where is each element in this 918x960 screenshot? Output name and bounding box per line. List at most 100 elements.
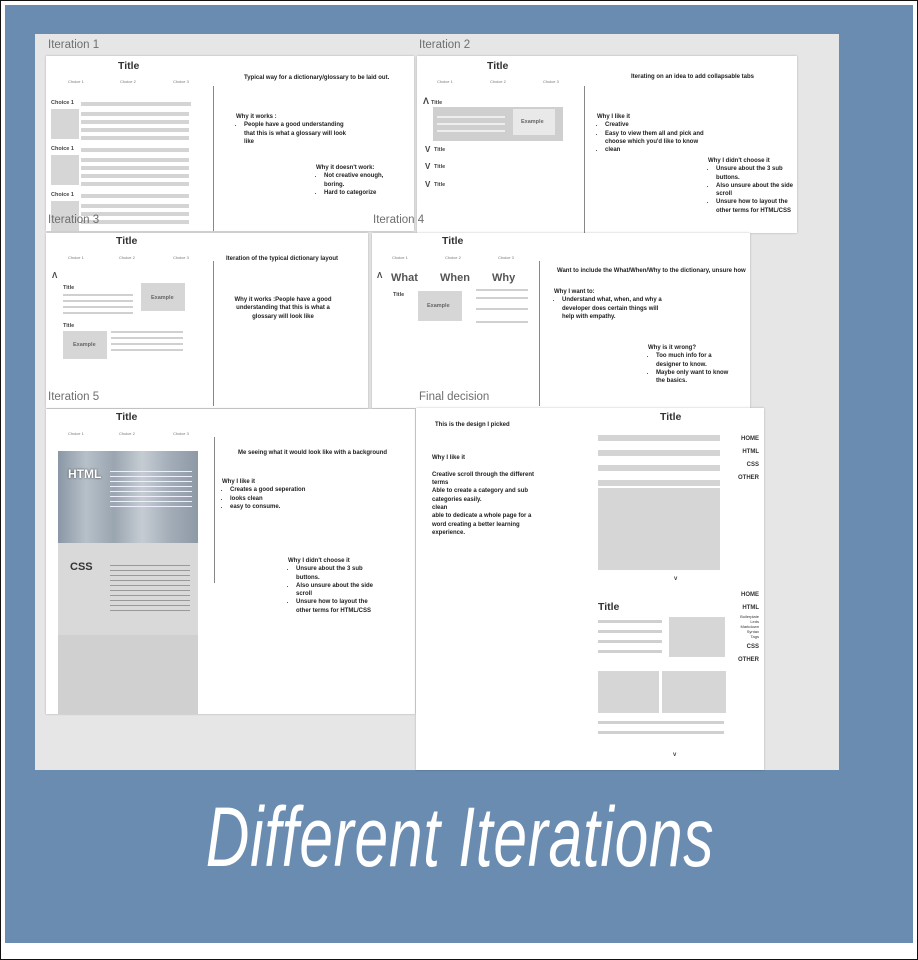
note-heading: Why I like it — [597, 114, 631, 120]
example-label: Example — [521, 119, 544, 125]
chevron-down-icon[interactable]: v — [673, 752, 677, 758]
text-line — [110, 575, 190, 576]
image-placeholder — [669, 617, 725, 657]
example-box — [63, 331, 107, 359]
sub-item-markdown[interactable]: Markdown — [740, 624, 759, 629]
choice-1-tab: Choice 1 — [437, 79, 453, 84]
note-bullet: Easy to view them all and pick and choos… — [605, 130, 717, 147]
text-line — [110, 481, 192, 482]
sub-item-boilerplate[interactable]: Boilerplate — [740, 614, 759, 619]
chevron-up-icon[interactable]: Λ — [377, 271, 383, 280]
hero-image — [598, 488, 720, 570]
text-line — [110, 590, 190, 591]
note-heading: Why I like it — [432, 455, 466, 462]
scroll-arrow — [584, 86, 585, 233]
text-line — [63, 306, 133, 308]
note-heading: Why I didn't choose it — [708, 158, 770, 164]
note-body: Creative scroll through the different te… — [432, 471, 535, 536]
item-title: Title — [431, 100, 443, 106]
chevron-down-icon[interactable]: V — [425, 180, 431, 189]
chevron-down-icon[interactable]: V — [425, 162, 431, 171]
text-line — [110, 471, 192, 472]
choice-3-tab: Choice 3 — [173, 431, 189, 436]
item-title: Title — [63, 323, 75, 329]
text-line — [598, 731, 724, 734]
text-line — [81, 204, 189, 208]
sub-item-leds[interactable]: Leds — [750, 619, 759, 624]
example-box — [513, 109, 555, 135]
description: Iteration of the typical dictionary layo… — [226, 256, 339, 262]
nav-home[interactable]: HOME — [741, 592, 759, 598]
item-title: Title — [63, 285, 75, 291]
image-placeholder — [51, 201, 79, 231]
text-line — [598, 435, 720, 441]
scroll-arrow — [539, 261, 540, 406]
choice-1-tab: Choice 1 — [68, 79, 84, 84]
text-line — [598, 465, 720, 471]
nav-other[interactable]: OTHER — [738, 475, 759, 481]
text-line — [81, 220, 189, 224]
label-iteration-3: Iteration 3 — [48, 214, 100, 226]
sub-item-syntax[interactable]: Syntax — [746, 629, 759, 634]
text-line — [110, 595, 190, 596]
nav-html[interactable]: HTML — [742, 449, 759, 455]
text-line — [81, 120, 189, 124]
label-iteration-1: Iteration 1 — [48, 39, 100, 51]
text-line — [81, 148, 189, 152]
nav-home[interactable]: HOME — [741, 436, 759, 442]
note-bullet: clean — [605, 146, 717, 154]
choice-2-tab: Choice 2 — [120, 79, 136, 84]
notes-wrong: Why is it wrong? Too much info for a des… — [648, 344, 734, 385]
label-final-decision: Final decision — [419, 391, 490, 403]
example-box — [418, 291, 462, 321]
text-line — [81, 174, 189, 178]
section-heading: Choice 1 — [51, 192, 74, 198]
note-heading: Why I didn't choose it — [288, 558, 350, 564]
text-line — [598, 480, 720, 486]
note-bullet: Creates a good seperation — [230, 486, 332, 494]
example-label: Example — [427, 303, 450, 309]
nav-html[interactable]: HTML — [742, 605, 759, 611]
nav-css[interactable]: CSS — [746, 462, 759, 468]
empty-section — [58, 635, 198, 714]
chevron-up-icon[interactable]: Λ — [423, 96, 430, 106]
item-title: Title — [434, 164, 446, 170]
note-bullet: Creative — [605, 121, 717, 129]
nav-css[interactable]: CSS — [746, 644, 759, 650]
css-section — [58, 543, 198, 635]
description: Iterating on an idea to add collapsable … — [631, 74, 755, 80]
text-line — [81, 158, 189, 162]
text-line — [110, 491, 192, 492]
example-label: Example — [73, 342, 96, 348]
note-heading: Why is it wrong? — [648, 345, 696, 351]
text-line — [110, 585, 190, 586]
notes-like: Why I like it CreativeEasy to view them … — [597, 113, 717, 154]
section-heading: Choice 1 — [51, 100, 74, 106]
text-line — [111, 349, 183, 351]
chevron-up-icon[interactable]: Λ — [52, 271, 58, 280]
note-bullet: Also unsure about the side scroll — [296, 582, 374, 599]
note-bullet: looks clean — [230, 495, 332, 503]
nav-other[interactable]: OTHER — [738, 657, 759, 663]
notes-works: Why it works :People have a good underst… — [234, 297, 332, 320]
choice-2-tab: Choice 2 — [119, 255, 135, 260]
text-line — [598, 650, 662, 653]
when-heading: When — [440, 272, 470, 284]
artboard-final: This is the design I picked Why I like i… — [416, 408, 764, 770]
chevron-down-icon[interactable]: v — [674, 576, 678, 582]
text-line — [598, 721, 724, 724]
text-line — [110, 610, 190, 611]
note-bullet: Too much info for a designer to know. — [656, 352, 734, 369]
sub-item-tags[interactable]: Tags — [750, 634, 759, 639]
notes-like: Why I like it Creates a good seperationl… — [222, 478, 332, 511]
artboard-title: Title — [116, 411, 138, 423]
what-heading: What — [391, 272, 418, 284]
note-heading: Why I want to: — [554, 289, 595, 295]
note-bullet: Hard to categorize — [324, 189, 396, 197]
text-line — [63, 312, 133, 314]
text-line — [476, 308, 528, 310]
description: Me seeing what it would look like with a… — [238, 450, 388, 456]
note-bullet: easy to consume. — [230, 503, 332, 511]
chevron-down-icon[interactable]: V — [425, 145, 431, 154]
